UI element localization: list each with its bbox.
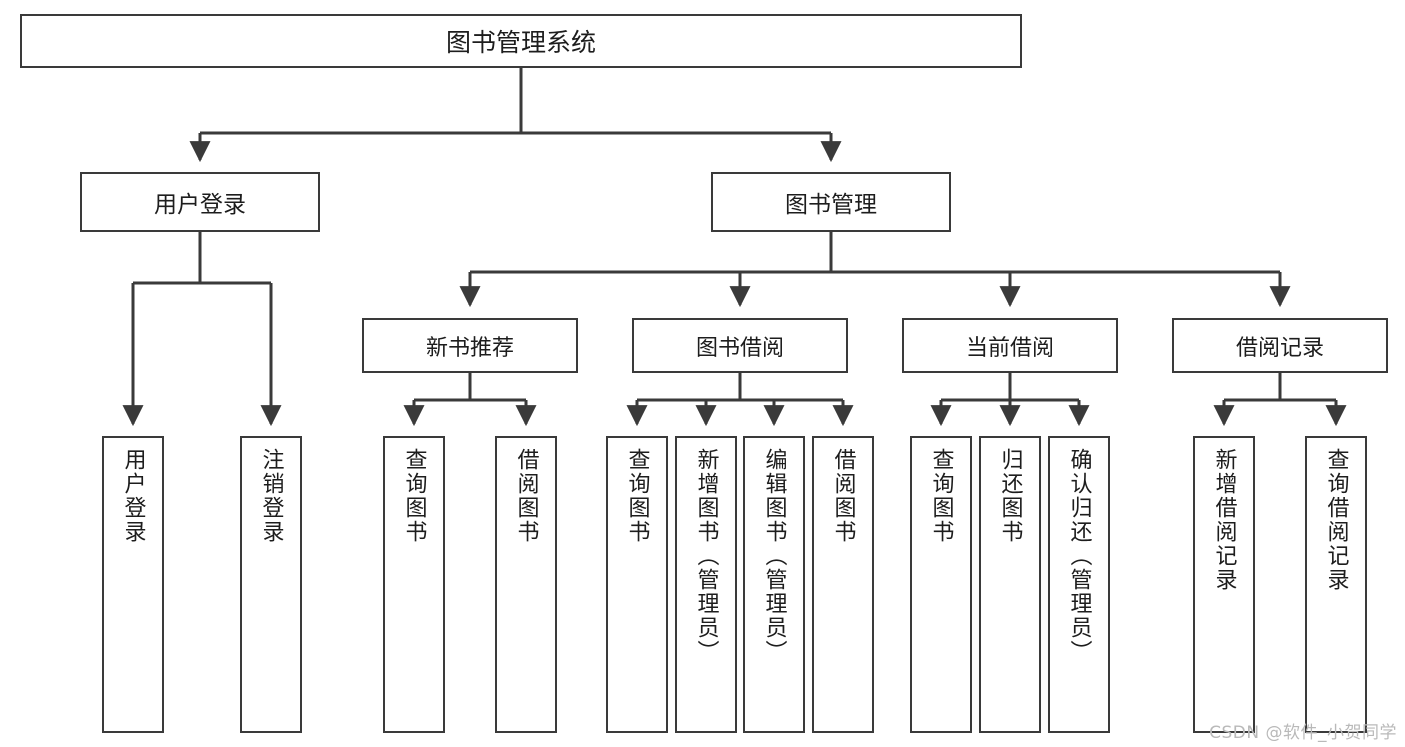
node-book-management[interactable]: 图书管理 <box>711 172 951 232</box>
leaf-current-query-book[interactable]: 查询图书 <box>910 436 972 733</box>
leaf-current-return-book[interactable]: 归还图书 <box>979 436 1041 733</box>
leaf-label: 查询借阅记录 <box>1323 448 1349 592</box>
leaf-borrow-query-book[interactable]: 查询图书 <box>606 436 668 733</box>
leaf-label: 查询图书 <box>928 448 954 544</box>
leaf-recommend-query-book[interactable]: 查询图书 <box>383 436 445 733</box>
leaf-borrow-add-book-admin[interactable]: 新增图书（管理员） <box>675 436 737 733</box>
leaf-label: 确认归还（管理员） <box>1066 448 1092 664</box>
leaf-label: 编辑图书（管理员） <box>761 448 787 664</box>
leaf-current-confirm-return-admin[interactable]: 确认归还（管理员） <box>1048 436 1110 733</box>
leaf-label: 新增图书（管理员） <box>693 448 719 664</box>
leaf-user-login-signin[interactable]: 用户登录 <box>102 436 164 733</box>
node-new-book-recommend[interactable]: 新书推荐 <box>362 318 578 373</box>
watermark-text: CSDN @软件_小贺同学 <box>1209 723 1397 743</box>
leaf-label: 借阅图书 <box>830 448 856 544</box>
leaf-record-query-record[interactable]: 查询借阅记录 <box>1305 436 1367 733</box>
leaf-record-add-record[interactable]: 新增借阅记录 <box>1193 436 1255 733</box>
node-current-borrow[interactable]: 当前借阅 <box>902 318 1118 373</box>
leaf-label: 用户登录 <box>120 448 146 544</box>
node-borrow-record[interactable]: 借阅记录 <box>1172 318 1388 373</box>
leaf-label: 注销登录 <box>258 448 284 544</box>
node-user-login[interactable]: 用户登录 <box>80 172 320 232</box>
node-root-system[interactable]: 图书管理系统 <box>20 14 1022 68</box>
node-book-borrow[interactable]: 图书借阅 <box>632 318 848 373</box>
leaf-label: 查询图书 <box>624 448 650 544</box>
leaf-label: 借阅图书 <box>513 448 539 544</box>
leaf-borrow-borrow-book[interactable]: 借阅图书 <box>812 436 874 733</box>
leaf-label: 新增借阅记录 <box>1211 448 1237 592</box>
leaf-label: 查询图书 <box>401 448 427 544</box>
leaf-user-login-signout[interactable]: 注销登录 <box>240 436 302 733</box>
leaf-label: 归还图书 <box>997 448 1023 544</box>
leaf-recommend-borrow-book[interactable]: 借阅图书 <box>495 436 557 733</box>
leaf-borrow-edit-book-admin[interactable]: 编辑图书（管理员） <box>743 436 805 733</box>
